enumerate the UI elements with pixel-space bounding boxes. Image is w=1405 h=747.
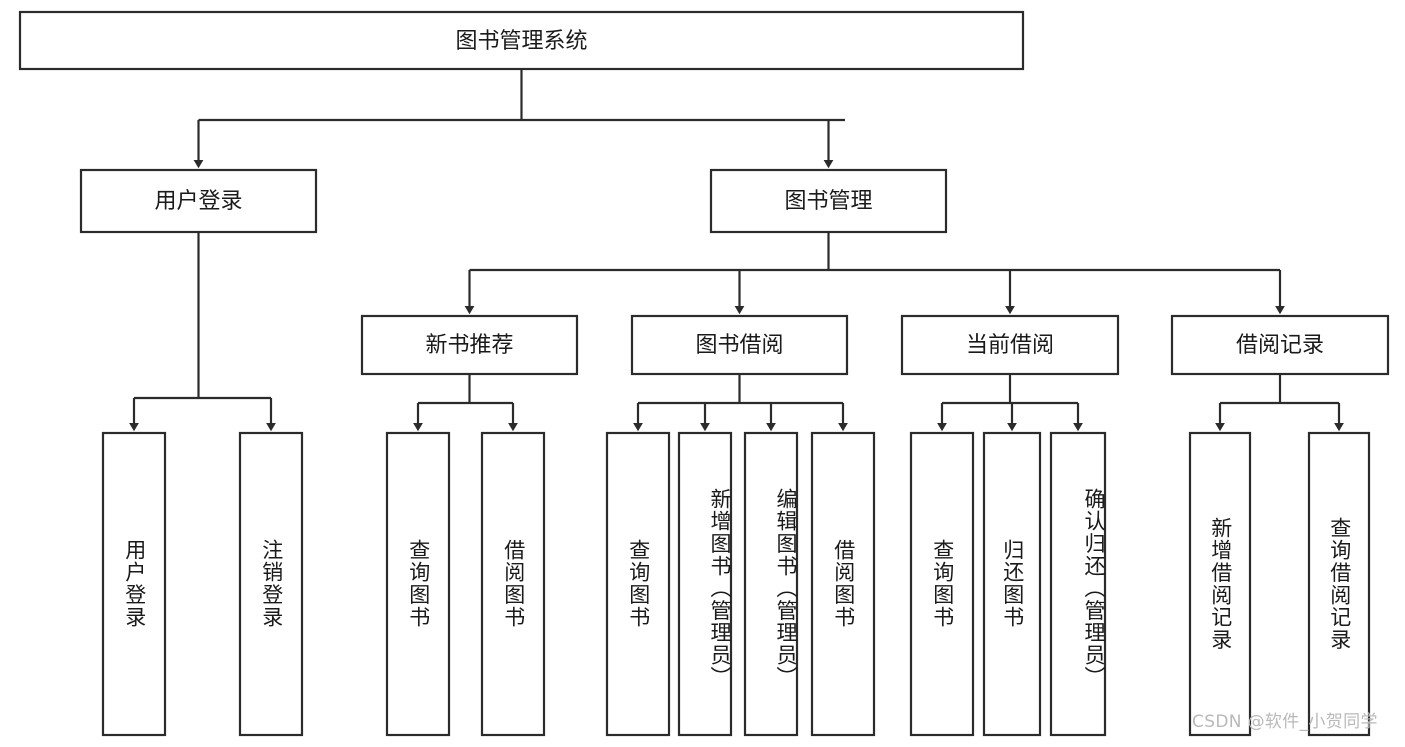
node-book-borrow-box[interactable] [630, 314, 849, 376]
node-leaf-user-login-box[interactable] [101, 431, 167, 737]
node-leaf-borrow-book-1-box[interactable] [480, 431, 546, 737]
connector-group-book-borrow [633, 374, 848, 432]
node-current-borrow-box[interactable] [900, 314, 1120, 376]
node-borrow-record[interactable]: 借阅记录 [1170, 314, 1390, 376]
connector-group-new-book-recommend [413, 374, 518, 432]
leaf-box-group [101, 431, 1371, 737]
node-root-box[interactable] [18, 10, 1025, 71]
node-leaf-add-borrow-record-box[interactable] [1188, 431, 1252, 737]
connector-group-root [193, 69, 845, 169]
node-book-borrow-label: 图书借阅 [695, 333, 783, 358]
node-leaf-query-borrow-record-box[interactable] [1307, 431, 1371, 737]
node-borrow-record-box[interactable] [1170, 314, 1390, 376]
connector-group-user-login [129, 232, 276, 432]
node-new-book-recommend-label: 新书推荐 [425, 333, 513, 358]
node-leaf-return-book-box[interactable] [982, 431, 1042, 737]
node-current-borrow[interactable]: 当前借阅 [900, 314, 1120, 376]
node-leaf-logout-box[interactable] [238, 431, 304, 737]
node-leaf-query-book-3-box[interactable] [909, 431, 975, 737]
node-borrow-record-label: 借阅记录 [1236, 333, 1324, 358]
node-root[interactable]: 图书管理系统 [18, 10, 1025, 71]
csdn-watermark: CSDN @软件_小贺同学 [1192, 712, 1378, 732]
node-leaf-confirm-return-admin-box[interactable] [1049, 431, 1107, 737]
node-book-manage-label: 图书管理 [784, 189, 872, 214]
node-leaf-edit-book-admin-box[interactable] [743, 431, 799, 737]
connector-group-current-borrow [937, 374, 1083, 432]
node-current-borrow-label: 当前借阅 [966, 333, 1054, 358]
node-user-login-label: 用户登录 [154, 189, 242, 214]
node-user-login-box[interactable] [79, 168, 318, 234]
connector-group-book-manage [464, 232, 1285, 315]
node-new-book-recommend-box[interactable] [360, 314, 579, 376]
connector-group-borrow-record [1215, 374, 1344, 432]
node-root-label: 图书管理系统 [455, 29, 587, 54]
node-book-manage-box[interactable] [709, 168, 948, 234]
node-book-manage[interactable]: 图书管理 [709, 168, 948, 234]
node-book-borrow[interactable]: 图书借阅 [630, 314, 849, 376]
node-leaf-query-book-2-box[interactable] [605, 431, 671, 737]
node-user-login[interactable]: 用户登录 [79, 168, 318, 234]
node-leaf-query-book-1-box[interactable] [385, 431, 451, 737]
node-new-book-recommend[interactable]: 新书推荐 [360, 314, 579, 376]
node-leaf-borrow-book-2-box[interactable] [810, 431, 876, 737]
node-leaf-add-book-admin-box[interactable] [677, 431, 733, 737]
